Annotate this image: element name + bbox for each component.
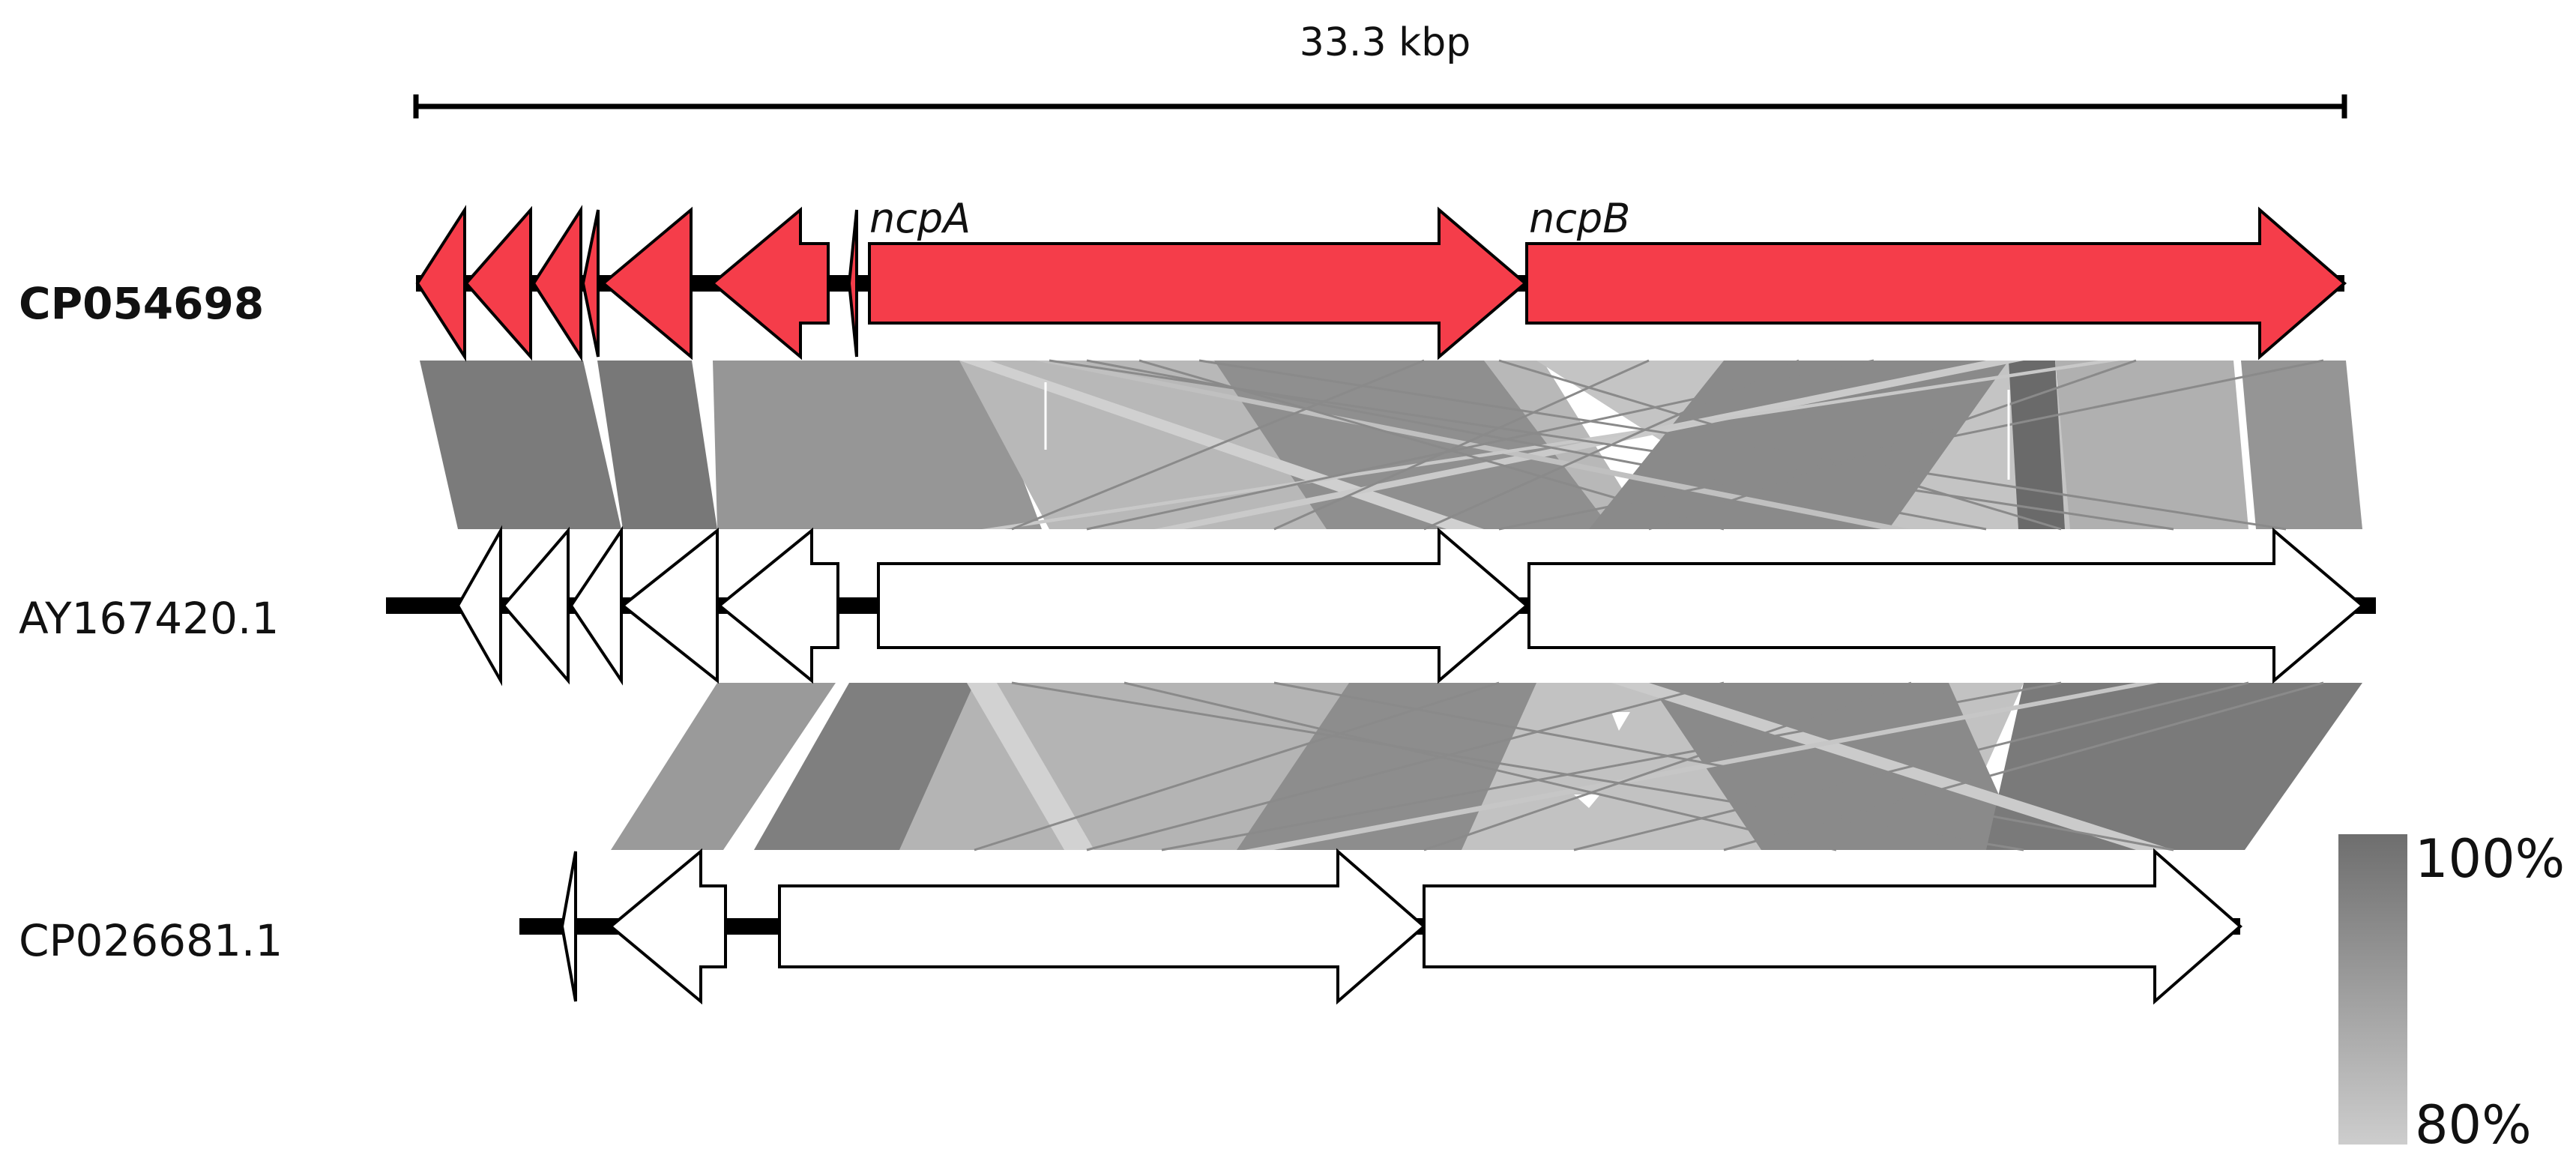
- identity-legend: 100% 80%: [2338, 828, 2565, 1156]
- gene-arrow-ncpa: [868, 206, 1528, 361]
- similarity-band-1: [420, 359, 2362, 531]
- gene-arrow: [620, 527, 719, 684]
- gene-arrow: [877, 527, 1530, 684]
- similarity-block: [1154, 361, 2024, 529]
- gene-arrow: [501, 526, 570, 685]
- track-ay167420: AY167420.1: [19, 525, 2376, 687]
- similarity-gap: [1611, 712, 1630, 731]
- gene-arrow: [608, 848, 727, 1005]
- track-cp054698: CP054698 ncpA ncpB: [19, 195, 2347, 362]
- similarity-block: [967, 683, 1094, 850]
- gene-label-ncpb: ncpB: [1529, 195, 1630, 242]
- similarity-block: [2009, 361, 2065, 529]
- gene-arrow: [778, 848, 1427, 1005]
- gene-arrow: [600, 206, 693, 361]
- similarity-block: [2241, 361, 2362, 529]
- gene-arrow: [847, 209, 858, 358]
- gene-arrow: [456, 525, 502, 687]
- legend-max-label: 100%: [2415, 828, 2565, 890]
- similarity-block: [959, 361, 1484, 529]
- track-label: CP026681.1: [19, 915, 283, 966]
- gene-arrow: [531, 205, 582, 362]
- similarity-block: [713, 361, 1042, 529]
- gene-arrow-ncpb: [1525, 206, 2347, 361]
- track-label: AY167420.1: [19, 593, 279, 644]
- gene-arrow: [717, 527, 839, 684]
- legend-min-label: 80%: [2415, 1094, 2532, 1156]
- gene-arrow: [464, 205, 532, 361]
- similarity-block: [420, 361, 621, 529]
- track-cp026681: CP026681.1: [19, 848, 2243, 1005]
- similarity-block: [2055, 361, 2248, 529]
- gene-arrow: [415, 205, 466, 362]
- scale-bar-label: 33.3 kbp: [1300, 20, 1471, 65]
- gene-arrow: [1527, 527, 2365, 684]
- track-label: CP054698: [19, 278, 264, 329]
- similarity-gap: [1574, 794, 1600, 808]
- similarity-block: [1244, 683, 2159, 850]
- similarity-block: [597, 361, 717, 529]
- similarity-block: [1611, 683, 2174, 850]
- similarity-block: [1034, 361, 1911, 529]
- gene-arrow: [560, 851, 577, 1002]
- gene-arrow: [1423, 848, 2243, 1005]
- similarity-block: [611, 683, 836, 850]
- gene-label-ncpa: ncpA: [869, 195, 971, 242]
- similarity-block: [982, 361, 2121, 529]
- gene-arrow: [710, 206, 830, 361]
- gene-arrow: [581, 209, 600, 358]
- identity-color-bar: [2338, 834, 2407, 1145]
- gene-arrow: [569, 525, 623, 686]
- scale-bar: 33.3 kbp: [413, 20, 2347, 118]
- similarity-band-2: [611, 681, 2362, 851]
